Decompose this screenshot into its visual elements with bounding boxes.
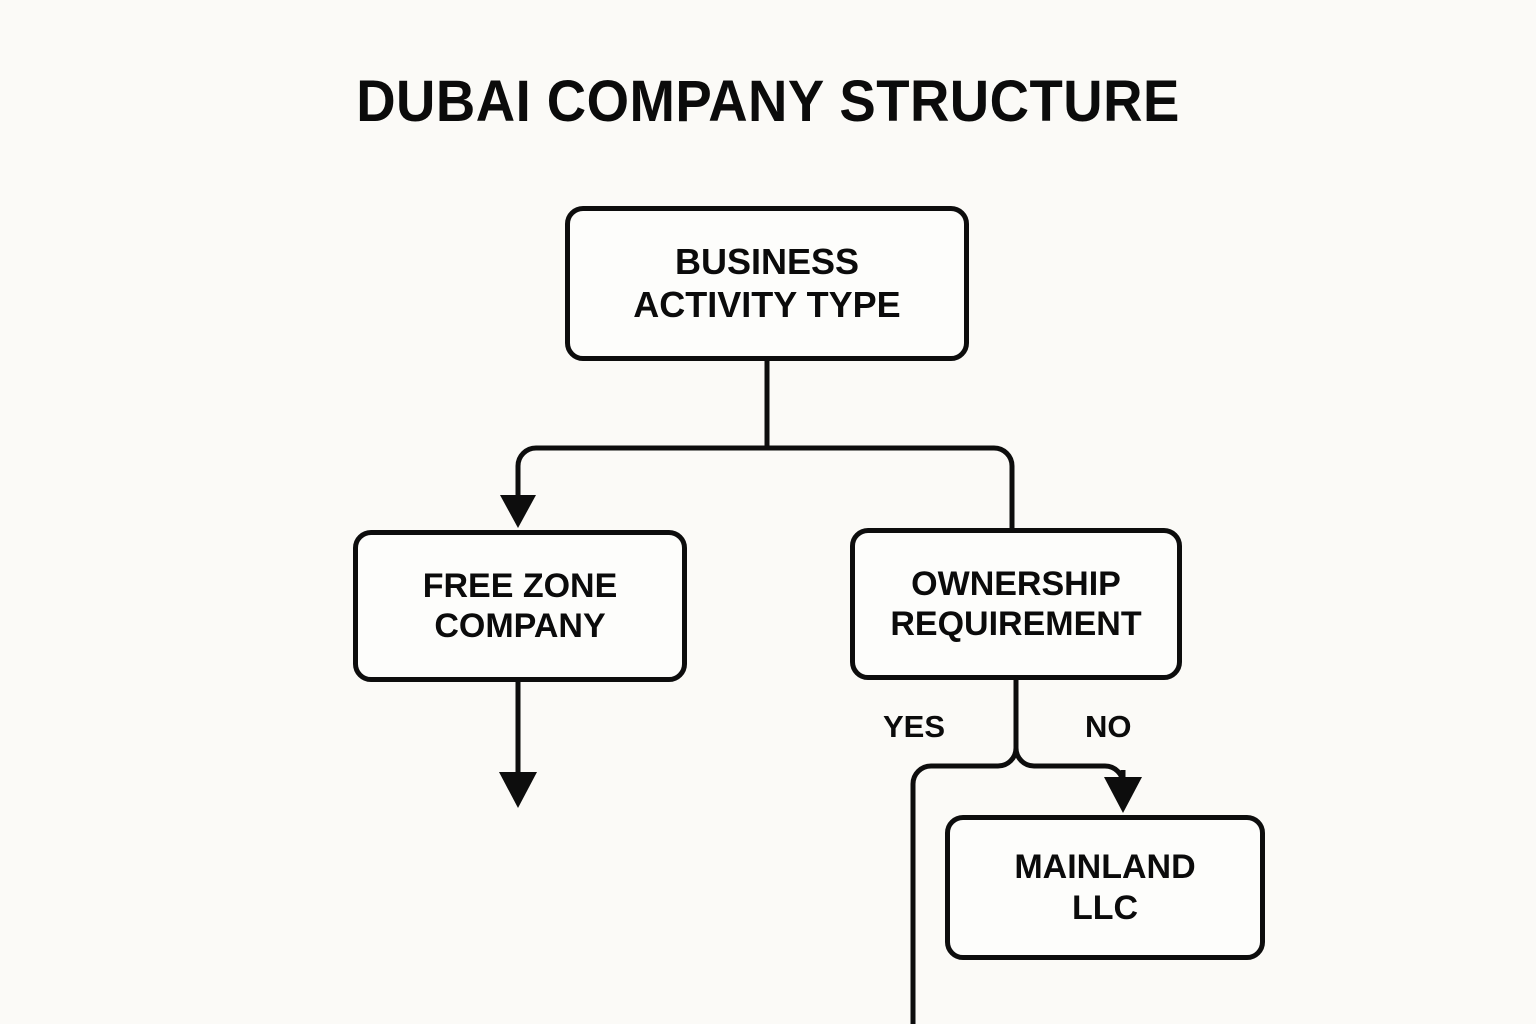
arrowhead-to-free-zone: [500, 495, 536, 528]
node-business-activity-type-line2: ACTIVITY TYPE: [633, 283, 901, 325]
arrowhead-to-mainland: [1104, 777, 1142, 813]
node-free-zone-company[interactable]: FREE ZONE COMPANY: [353, 530, 687, 682]
node-ownership-requirement-line1: OWNERSHIP: [911, 564, 1121, 603]
node-mainland-llc-line1: MAINLAND: [1014, 848, 1196, 887]
node-business-activity-type-line1: BUSINESS: [674, 241, 860, 283]
node-business-activity-type[interactable]: BUSINESS ACTIVITY TYPE: [565, 206, 969, 361]
node-free-zone-company-line2: COMPANY: [434, 607, 606, 645]
branch-label-yes: YES: [883, 709, 946, 744]
node-ownership-requirement[interactable]: OWNERSHIP REQUIREMENT: [850, 528, 1182, 680]
node-mainland-llc[interactable]: MAINLAND LLC: [945, 815, 1265, 960]
arrowhead-free-zone-down: [499, 772, 537, 808]
page-title: DUBAI COMPANY STRUCTURE: [356, 69, 1180, 134]
branch-label-no: NO: [1085, 709, 1132, 744]
edge-no-branch: [1013, 747, 1126, 787]
node-mainland-llc-line2: LLC: [1071, 888, 1139, 927]
node-ownership-requirement-line2: REQUIREMENT: [890, 605, 1142, 643]
node-free-zone-company-line1: FREE ZONE: [422, 566, 618, 605]
edge-split-bar-right: [767, 445, 1015, 528]
edge-split-bar-left: [515, 445, 767, 512]
